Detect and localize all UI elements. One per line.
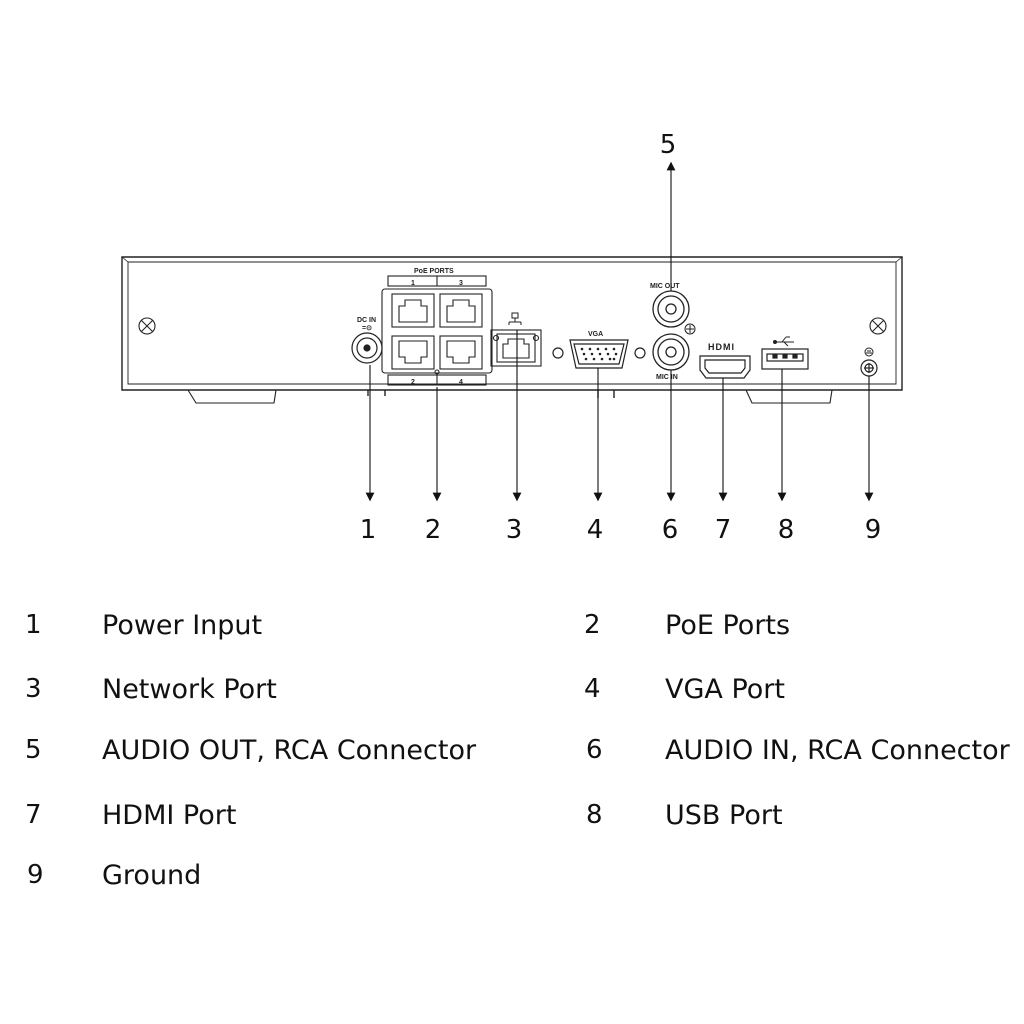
usb-icon bbox=[773, 336, 794, 347]
legend-item: 9 Ground bbox=[0, 860, 560, 900]
legend-label: AUDIO OUT, RCA Connector bbox=[102, 735, 477, 766]
dc-in-label: DC IN bbox=[357, 317, 376, 324]
dc-power-jack bbox=[351, 332, 383, 364]
legend-label: Ground bbox=[102, 860, 202, 891]
rca-audio-out-connector bbox=[652, 290, 690, 328]
callout-2: 2 bbox=[425, 515, 442, 545]
legend-item: 1 Power Input bbox=[0, 610, 560, 650]
mic-in-label: MIC IN bbox=[656, 374, 678, 381]
legend-number: 9 bbox=[27, 860, 44, 890]
callout-3: 3 bbox=[506, 515, 523, 545]
callout-4: 4 bbox=[587, 515, 604, 545]
vga-port bbox=[552, 339, 646, 369]
nvr-chassis bbox=[121, 256, 903, 404]
network-port bbox=[490, 329, 542, 367]
poe-ports-block bbox=[381, 275, 493, 386]
legend-label: Network Port bbox=[102, 674, 277, 705]
legend-item: 6 AUDIO IN, RCA Connector bbox=[560, 735, 1020, 775]
vga-label: VGA bbox=[588, 331, 603, 338]
legend-label: Power Input bbox=[102, 610, 263, 641]
legend-number: 8 bbox=[586, 800, 603, 830]
legend-label: USB Port bbox=[665, 800, 783, 831]
ground-terminal bbox=[860, 359, 878, 377]
callout-5: 5 bbox=[660, 130, 677, 160]
callout-8: 8 bbox=[778, 515, 795, 545]
poe-port-4-label: 4 bbox=[459, 379, 463, 386]
poe-ports-label: PoE PORTS bbox=[414, 268, 454, 275]
poe-port-3-label: 3 bbox=[459, 280, 463, 287]
legend-item: 2 PoE Ports bbox=[560, 610, 1020, 650]
legend-label: AUDIO IN, RCA Connector bbox=[665, 735, 1010, 766]
network-icon bbox=[508, 312, 522, 325]
legend-label: HDMI Port bbox=[102, 800, 237, 831]
legend-label: VGA Port bbox=[665, 674, 785, 705]
rca-audio-in-connector bbox=[652, 333, 690, 371]
callout-6: 6 bbox=[662, 515, 679, 545]
rear-panel-diagram: DC IN =⊙ PoE PORTS 1 3 2 4 bbox=[121, 130, 903, 545]
legend-number: 7 bbox=[25, 800, 42, 830]
legend-label: PoE Ports bbox=[665, 610, 791, 641]
usb-port bbox=[761, 348, 809, 370]
legend-number: 2 bbox=[584, 610, 601, 640]
legend-item: 8 USB Port bbox=[560, 800, 1020, 840]
hdmi-logo-label: HDMI bbox=[708, 342, 735, 352]
legend-number: 4 bbox=[584, 674, 601, 704]
poe-port-1-label: 1 bbox=[411, 280, 415, 287]
legend-item: 3 Network Port bbox=[0, 674, 560, 714]
ground-icon bbox=[864, 347, 874, 357]
dc-polarity-icon: =⊙ bbox=[362, 325, 372, 332]
callout-7: 7 bbox=[715, 515, 732, 545]
legend-number: 6 bbox=[586, 735, 603, 765]
poe-port-2-label: 2 bbox=[411, 379, 415, 386]
legend-number: 1 bbox=[25, 610, 42, 640]
callout-9: 9 bbox=[865, 515, 882, 545]
mounting-screw-left-icon bbox=[138, 317, 156, 335]
legend-number: 3 bbox=[25, 674, 42, 704]
rca-screw-icon bbox=[684, 323, 696, 335]
mounting-screw-right-icon bbox=[869, 317, 887, 335]
legend-number: 5 bbox=[25, 735, 42, 765]
legend-item: 4 VGA Port bbox=[560, 674, 1020, 714]
hdmi-port bbox=[699, 355, 751, 379]
callout-1: 1 bbox=[360, 515, 377, 545]
mic-out-label: MIC OUT bbox=[650, 283, 680, 290]
legend-item: 5 AUDIO OUT, RCA Connector bbox=[0, 735, 560, 775]
legend-item: 7 HDMI Port bbox=[0, 800, 560, 840]
